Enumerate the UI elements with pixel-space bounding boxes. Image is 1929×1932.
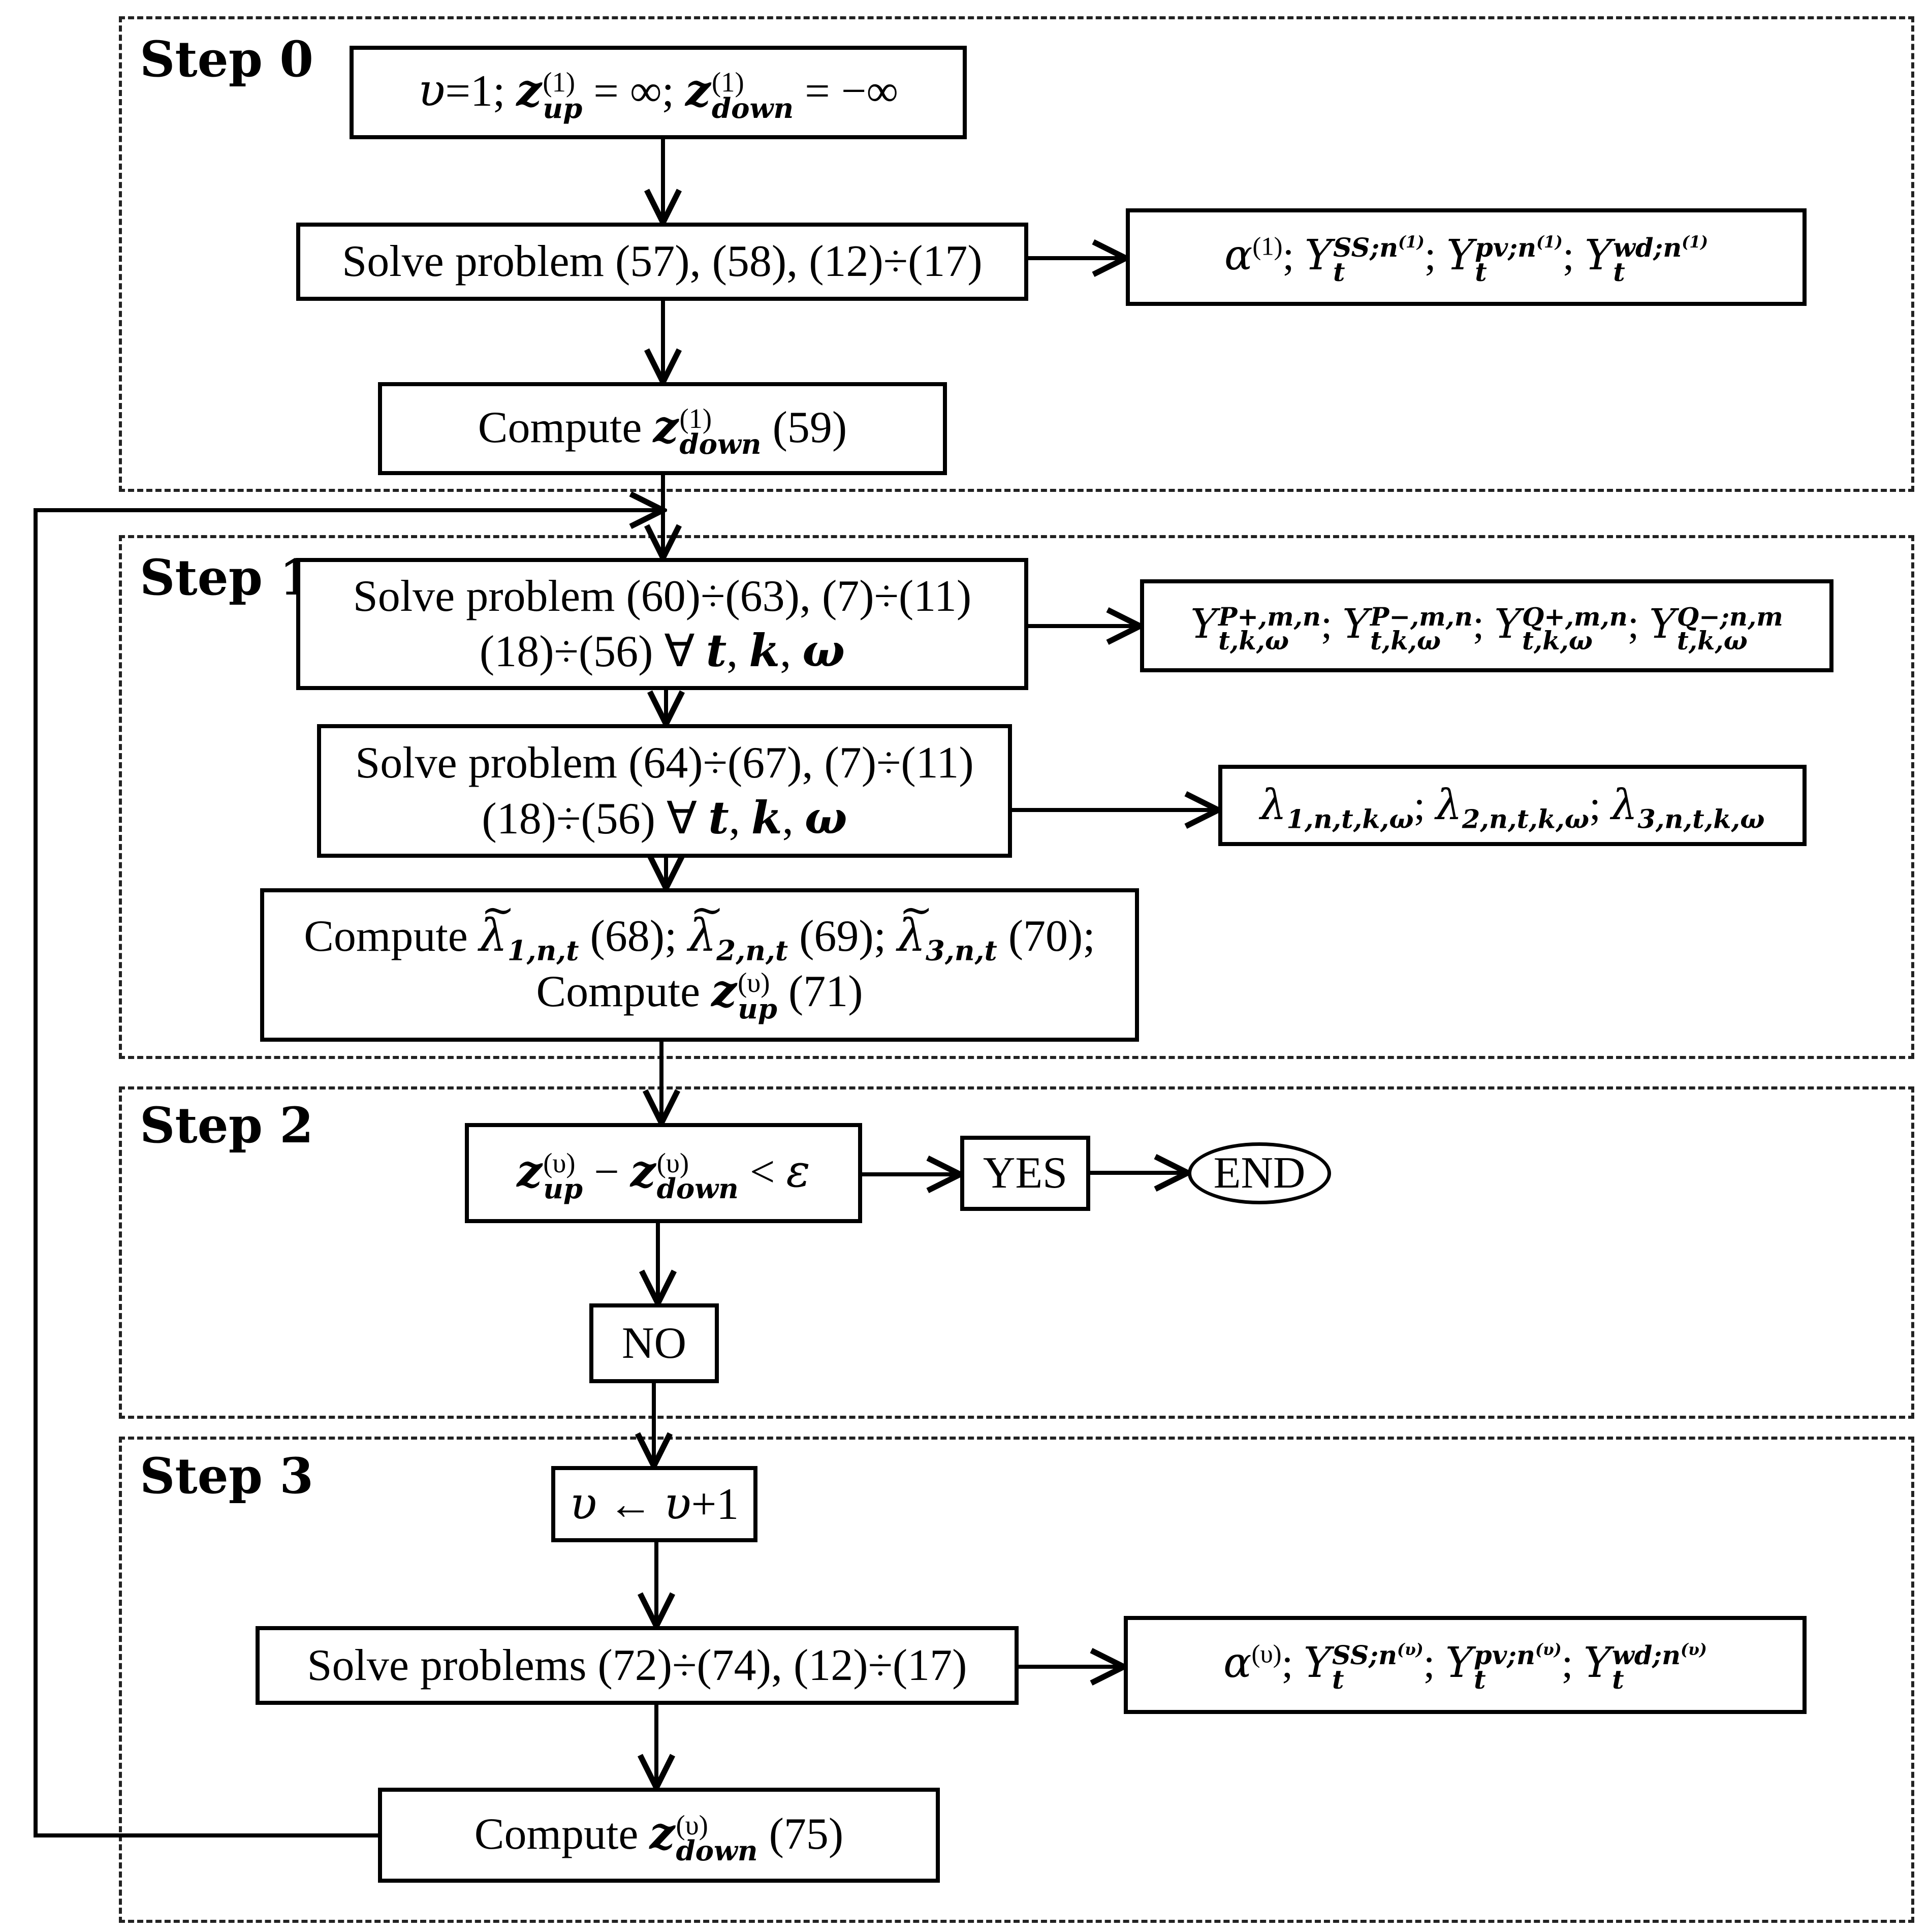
compute-z-down-v-node: Compute z(υ)down (75) <box>378 1788 940 1883</box>
solve-subproblem-a-node: Solve problem (60)÷(63), (7)÷(11)(18)÷(5… <box>296 558 1028 690</box>
init-node: υ=1; z(1)up = ∞; z(1)down = −∞ <box>350 46 967 139</box>
step-2-label: Step 2 <box>140 1097 314 1154</box>
solve-master-problem-node: Solve problem (57), (58), (12)÷(17) <box>296 223 1028 301</box>
stage-step-2 <box>119 1086 1914 1419</box>
solve-subproblem-b-node: Solve problem (64)÷(67), (7)÷(11)(18)÷(5… <box>317 724 1012 858</box>
solve-master-problems-node: Solve problems (72)÷(74), (12)÷(17) <box>256 1626 1019 1705</box>
subproblem-b-output-node: λ1,n,t,k,ω; λ2,n,t,k,ω; λ3,n,t,k,ω <box>1218 765 1807 846</box>
step-1-label: Step 1 <box>140 549 314 606</box>
step-3-label: Step 3 <box>140 1447 314 1505</box>
stage-step-0 <box>119 16 1914 492</box>
edge-feedback-loop <box>34 510 663 1837</box>
stage-step-3 <box>119 1437 1914 1923</box>
no-node: NO <box>589 1303 719 1383</box>
step-0-label: Step 0 <box>140 30 314 88</box>
stage-step-1 <box>119 535 1914 1059</box>
compute-z-down-1-node: Compute z(1)down (59) <box>378 382 947 475</box>
convergence-check-node: z(υ)up − z(υ)down < ε <box>465 1123 862 1223</box>
yes-node: YES <box>960 1136 1090 1211</box>
end-node: END <box>1188 1142 1331 1204</box>
compute-lambda-z-up-node: Compute λ1,n,t (68); λ2,n,t (69); λ3,n,t… <box>260 886 1139 1042</box>
increment-iteration-node: υ ← υ+1 <box>551 1466 757 1542</box>
